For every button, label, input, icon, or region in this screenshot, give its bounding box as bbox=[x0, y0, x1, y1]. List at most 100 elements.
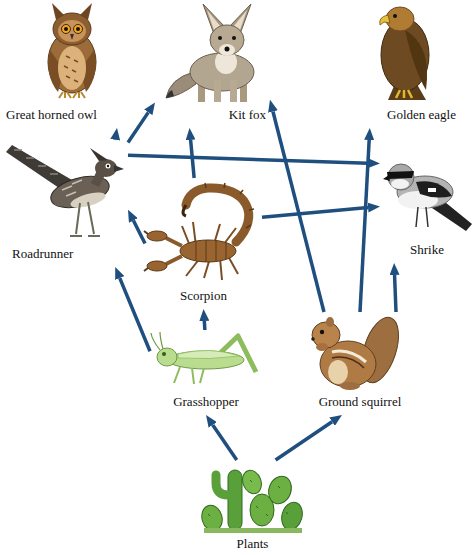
owl-picture-part bbox=[74, 25, 83, 34]
feeding-arrow bbox=[213, 425, 237, 460]
grasshopper-picture-part bbox=[157, 348, 177, 366]
owl-picture-part bbox=[64, 27, 68, 31]
organism-node: Kit fox bbox=[155, 0, 270, 128]
grasshopper-picture-part bbox=[174, 367, 204, 384]
plants-picture-part bbox=[279, 500, 306, 532]
roadrunner-picture-part bbox=[6, 145, 72, 190]
scorpion-picture-part bbox=[144, 231, 148, 271]
scorpion-picture bbox=[144, 183, 254, 280]
plants-picture-part bbox=[216, 475, 228, 495]
plants-picture-part bbox=[265, 473, 295, 507]
roadrunner-picture-part bbox=[95, 159, 117, 177]
organism-label: Roadrunner bbox=[8, 246, 77, 261]
fox-picture-part bbox=[219, 44, 235, 56]
eagle-picture-part bbox=[393, 14, 397, 18]
organism-node: Golden eagle bbox=[350, 0, 460, 128]
fox-picture-part bbox=[210, 25, 244, 55]
eagle-picture-part bbox=[396, 90, 412, 98]
organism-label: Golden eagle bbox=[383, 107, 460, 122]
feeding-arrow bbox=[203, 321, 207, 330]
organism-label: Shrike bbox=[406, 242, 448, 257]
owl-picture-part bbox=[58, 46, 86, 90]
roadrunner-picture bbox=[6, 145, 124, 236]
organism-label: Great horned owl bbox=[2, 107, 101, 122]
scorpion-picture-part bbox=[147, 231, 167, 241]
owl-picture bbox=[48, 3, 96, 98]
organism-label: Scorpion bbox=[176, 288, 231, 303]
feeding-arrow bbox=[113, 138, 117, 142]
organism-node: Roadrunner bbox=[0, 140, 128, 267]
plants-picture-part bbox=[228, 470, 242, 530]
shrike-picture-part bbox=[391, 179, 409, 189]
roadrunner-picture-part bbox=[90, 148, 108, 161]
fox-picture bbox=[166, 4, 254, 102]
eagle-picture-part bbox=[386, 7, 414, 31]
scorpion-picture-part bbox=[166, 238, 182, 264]
organism-node: Ground squirrel bbox=[300, 312, 420, 415]
organism-label: Ground squirrel bbox=[315, 394, 406, 409]
grasshopper-picture-part bbox=[162, 352, 166, 356]
feeding-arrow bbox=[262, 208, 368, 218]
shrike-picture-part bbox=[388, 164, 414, 190]
feeding-arrow bbox=[276, 422, 332, 460]
owl-picture-part bbox=[70, 34, 74, 40]
squirrel-picture-part bbox=[311, 337, 315, 341]
owl-picture-part bbox=[80, 3, 92, 20]
organism-node: Grasshopper bbox=[150, 330, 262, 415]
shrike-picture-part bbox=[383, 175, 390, 181]
grasshopper-picture-part bbox=[178, 350, 240, 358]
squirrel-picture-part bbox=[316, 343, 328, 351]
owl-picture-part bbox=[58, 20, 86, 42]
squirrel-picture-part bbox=[328, 360, 348, 384]
organism-node: Great horned owl bbox=[0, 2, 130, 128]
eagle-picture-part bbox=[405, 30, 427, 90]
organism-label: Grasshopper bbox=[169, 394, 243, 409]
scorpion-picture-part bbox=[147, 261, 167, 271]
feeding-arrow bbox=[360, 140, 369, 312]
eagle-picture-part bbox=[380, 15, 390, 25]
organism-node: Scorpion bbox=[145, 178, 262, 309]
grasshopper-picture-part bbox=[168, 351, 244, 369]
grasshopper-picture bbox=[151, 332, 256, 384]
squirrel-picture-part bbox=[320, 330, 324, 334]
squirrel-picture-part bbox=[340, 382, 360, 390]
roadrunner-picture-part bbox=[70, 202, 100, 236]
scorpion-picture-part bbox=[205, 183, 254, 228]
shrike-picture-part bbox=[428, 188, 436, 192]
feeding-arrow bbox=[128, 112, 148, 142]
feeding-arrow bbox=[273, 111, 324, 312]
roadrunner-picture-part bbox=[14, 150, 58, 174]
scorpion-picture-part bbox=[183, 205, 186, 216]
feeding-arrow bbox=[120, 278, 150, 351]
fox-picture-part bbox=[225, 47, 230, 52]
roadrunner-picture-part bbox=[106, 164, 111, 169]
shrike-picture bbox=[383, 164, 472, 231]
scorpion-picture-part bbox=[196, 240, 226, 262]
organism-node: Shrike bbox=[380, 150, 474, 263]
owl-picture-part bbox=[76, 27, 80, 31]
organism-label: Kit fox bbox=[225, 107, 270, 122]
eagle-picture bbox=[380, 7, 429, 100]
organism-label: Plants bbox=[233, 536, 273, 551]
squirrel-picture bbox=[311, 313, 406, 390]
organism-node: Plants bbox=[200, 460, 305, 555]
squirrel-picture-part bbox=[326, 317, 334, 327]
plants-picture-part bbox=[208, 480, 288, 516]
fox-picture-part bbox=[218, 36, 222, 40]
fox-picture-part bbox=[230, 80, 237, 102]
grasshopper-picture-part bbox=[151, 332, 163, 350]
scorpion-picture-part bbox=[180, 240, 236, 262]
roadrunner-picture-part bbox=[114, 165, 124, 172]
owl-picture-part bbox=[52, 3, 64, 20]
fox-picture-part bbox=[166, 90, 174, 98]
fox-picture-part bbox=[214, 80, 221, 102]
fox-picture-part bbox=[232, 36, 236, 40]
owl-picture-part bbox=[64, 56, 78, 82]
feeding-arrow bbox=[128, 155, 368, 163]
roadrunner-picture-part bbox=[62, 180, 82, 196]
plants-picture-part bbox=[204, 528, 302, 533]
owl-picture-part bbox=[62, 25, 71, 34]
